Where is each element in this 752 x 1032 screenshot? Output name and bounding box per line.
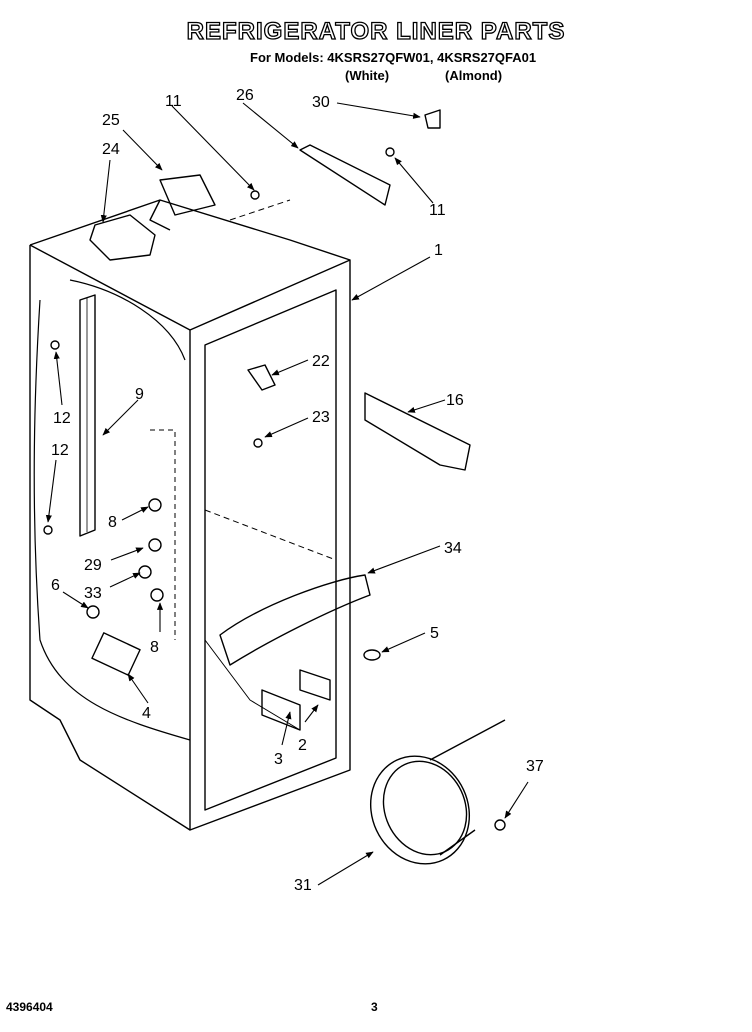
callout-29: 29: [84, 557, 102, 574]
callout-12-lower: 12: [51, 442, 69, 459]
callout-11-top: 11: [165, 93, 182, 110]
support-part-16: [364, 392, 471, 471]
callout-31: 31: [294, 877, 312, 894]
callout-37: 37: [526, 758, 544, 775]
grille-part-4: [91, 632, 141, 676]
callout-8-lower: 8: [150, 639, 159, 656]
color-white-label: (White): [345, 68, 390, 83]
callout-24: 24: [102, 141, 120, 158]
callout-4: 4: [142, 705, 151, 722]
callout-labels: 1 2 3 4 5 6 8 8 9 11 11 12 12 16 22 23 2…: [51, 87, 544, 894]
liner-front-frame: [189, 259, 351, 831]
callout-2: 2: [298, 737, 307, 754]
callout-26: 26: [236, 87, 254, 104]
page-title: REFRIGERATOR LINER PARTS: [186, 17, 566, 45]
callout-6: 6: [51, 577, 60, 594]
document-number: 4396404: [6, 1000, 53, 1014]
callout-1: 1: [434, 242, 443, 259]
callout-3: 3: [274, 751, 283, 768]
callout-11-right: 11: [429, 202, 446, 219]
models-line: For Models: 4KSRS27QFW01, 4KSRS27QFA01: [250, 50, 537, 65]
page-number: 3: [371, 1000, 378, 1014]
callout-5: 5: [430, 625, 439, 642]
liner-inner-frame: [204, 289, 337, 811]
tubing-part-31: [369, 755, 471, 865]
callout-22: 22: [312, 353, 330, 370]
callout-23: 23: [312, 409, 330, 426]
channel-part-9: [79, 294, 96, 537]
callout-16: 16: [446, 392, 464, 409]
rail-part-26: [299, 144, 391, 206]
callout-34: 34: [444, 540, 462, 557]
callout-25: 25: [102, 112, 120, 129]
bracket-part-25: [159, 174, 216, 216]
callout-12-upper: 12: [53, 410, 71, 427]
callout-8-upper: 8: [108, 514, 117, 531]
callout-30: 30: [312, 94, 330, 111]
callout-9: 9: [135, 386, 144, 403]
damper-part-24: [89, 214, 156, 261]
shield-part-34: [219, 574, 371, 666]
callout-33: 33: [84, 585, 102, 602]
color-almond-label: (Almond): [445, 68, 503, 83]
